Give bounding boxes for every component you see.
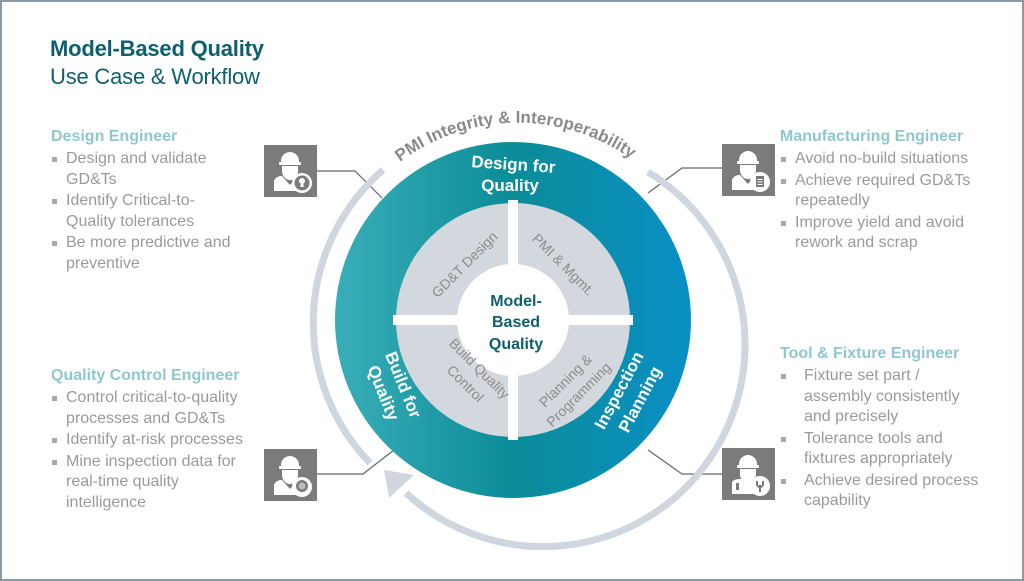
role-tool-fixture-engineer: Tool & Fixture Engineer Fixture set part… bbox=[780, 345, 1005, 513]
role-bullet: Avoid no-build situations bbox=[780, 149, 1000, 170]
role-bullet: Design and validate GD&Ts bbox=[51, 149, 216, 190]
role-manufacturing-engineer: Manufacturing Engineer Avoid no-build si… bbox=[780, 128, 1000, 255]
page-title: Model-Based Quality bbox=[50, 36, 264, 61]
role-bullet: Tolerance tools and fixtures appropriate… bbox=[780, 429, 979, 470]
engineer-lightbulb-icon bbox=[264, 145, 317, 197]
role-title: Tool & Fixture Engineer bbox=[780, 345, 960, 362]
role-title: Manufacturing Engineer bbox=[780, 128, 964, 145]
role-bullet: Control critical-to-quality processes an… bbox=[51, 388, 266, 429]
role-bullet: Achieve desired process capability bbox=[780, 471, 1004, 512]
role-bullet: Fixture set part / assembly consistently… bbox=[780, 366, 974, 428]
role-bullet: Improve yield and avoid rework and scrap bbox=[780, 213, 995, 254]
role-quality-control-engineer: Quality Control Engineer Control critica… bbox=[51, 367, 286, 514]
role-title: Quality Control Engineer bbox=[51, 367, 240, 384]
role-bullet: Be more predictive and preventive bbox=[51, 233, 266, 274]
role-bullet: Achieve required GD&Ts repeatedly bbox=[780, 171, 985, 212]
role-bullet: Identify Critical-to-Quality tolerances bbox=[51, 191, 216, 232]
engineer-badge-icon bbox=[264, 449, 317, 501]
center-label-line-1: Model- bbox=[490, 293, 542, 310]
role-title: Design Engineer bbox=[51, 128, 178, 145]
role-design-engineer: Design Engineer Design and validate GD&T… bbox=[51, 128, 301, 275]
connector-tool-fixture-engineer bbox=[647, 449, 722, 475]
role-bullet: Identify at-risk processes bbox=[51, 430, 276, 451]
center-hub bbox=[457, 264, 569, 376]
connector-manufacturing-engineer bbox=[647, 167, 722, 194]
connector-quality-control-engineer bbox=[317, 449, 395, 475]
cycle-arrow-ring bbox=[309, 167, 386, 466]
center-label-line-3: Quality bbox=[489, 336, 543, 353]
role-bullet: Mine inspection data for real-time quali… bbox=[51, 452, 251, 514]
cycle-arrow-ring-right bbox=[403, 169, 749, 551]
connector-design-engineer bbox=[317, 170, 383, 199]
engineer-wrench-icon bbox=[722, 448, 775, 500]
engineer-document-icon bbox=[722, 144, 775, 196]
cycle-arrow-head bbox=[384, 470, 414, 498]
page-subtitle: Use Case & Workflow bbox=[50, 64, 260, 89]
center-label-line-2: Based bbox=[492, 314, 540, 331]
phase-design-for-quality-line-2: Quality bbox=[481, 176, 539, 195]
